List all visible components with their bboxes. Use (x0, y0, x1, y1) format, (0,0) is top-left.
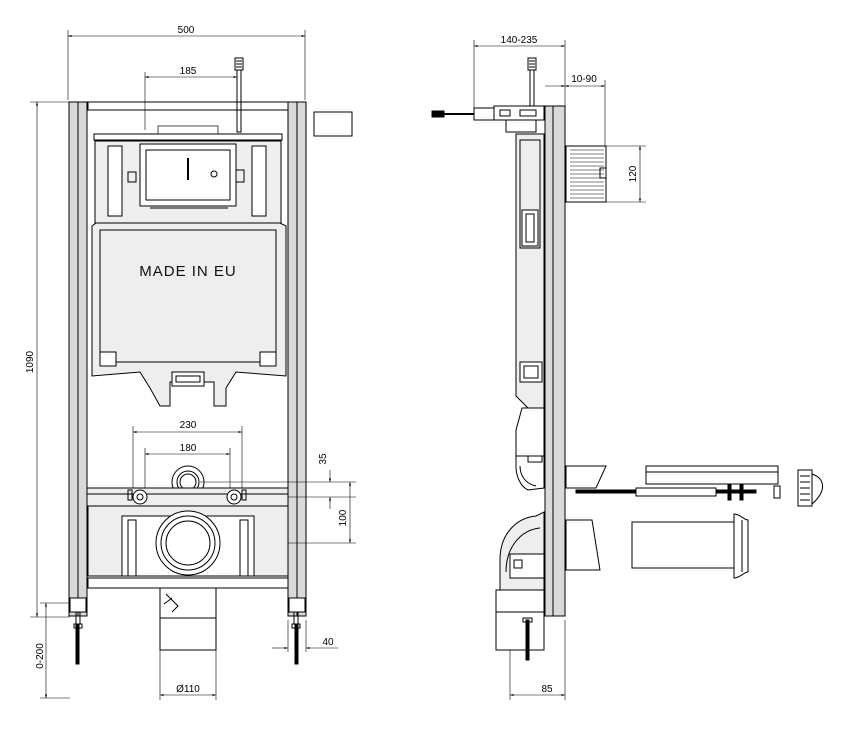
dim-inner-spacing-label: 180 (180, 443, 197, 454)
flush-pipe (234, 57, 244, 133)
dim-depth-range-label: 140-235 (501, 35, 538, 46)
dim-panel-height: 120 (606, 145, 646, 203)
rail-bracket (157, 125, 219, 135)
front-view: 500 185 1090 0-200 (25, 25, 356, 700)
dim-foot-range-label: 0-200 (35, 643, 46, 669)
left-foot (69, 597, 87, 665)
dim-foot-range: 0-200 (35, 602, 70, 699)
dim-foot-40-label: 40 (322, 637, 334, 648)
dim-outer-spacing-label: 230 (180, 420, 197, 431)
dim-wall-range-label: 10-90 (571, 74, 597, 85)
dim-offset-35-label: 35 (318, 453, 329, 465)
mounting-bar (86, 487, 289, 507)
side-outlet-elbow (495, 511, 545, 661)
made-in-eu-label: MADE IN EU (139, 263, 237, 280)
side-flush-plate (565, 145, 607, 203)
side-post (544, 105, 566, 617)
outlet-pipe (155, 510, 221, 651)
dim-width: 500 (67, 25, 306, 100)
dim-inner-spacing: 180 (144, 443, 231, 494)
dim-height-label: 1090 (25, 350, 36, 373)
cistern-body: MADE IN EU (91, 222, 287, 407)
side-inlet-elbow (515, 407, 545, 491)
threaded-rods (575, 483, 781, 501)
dim-wall-range: 10-90 (545, 74, 606, 146)
dim-flush-offset-label: 185 (180, 66, 197, 77)
side-flush-pipe (527, 57, 537, 107)
flush-plate-panel (313, 111, 353, 137)
dim-depth-range: 140-235 (473, 35, 566, 110)
wall-sleeve-upper (565, 465, 607, 571)
dim-base-85: 85 (509, 620, 566, 700)
right-foot (288, 597, 306, 665)
dim-flush-offset: 185 (144, 66, 237, 130)
dim-outer-spacing: 230 (132, 420, 243, 494)
side-cistern (515, 133, 545, 409)
side-view: 140-235 10-90 (431, 35, 823, 700)
top-rail (87, 101, 289, 111)
dim-panel-height-label: 120 (628, 165, 639, 182)
dim-pipe-dia: Ø110 (159, 650, 217, 700)
dim-offset-35: 35 (200, 453, 356, 509)
dim-pipe-dia-label: Ø110 (176, 684, 200, 695)
connector-pipe (631, 513, 749, 579)
wall-bracket-arm (431, 105, 545, 133)
end-cap (797, 469, 823, 507)
dim-base-85-label: 85 (541, 684, 553, 695)
cistern-top (93, 133, 283, 224)
dim-offset-100-label: 100 (338, 509, 349, 526)
wc-bowl-top (645, 465, 779, 485)
dim-foot-40: 40 (272, 620, 338, 652)
dim-height: 1090 (25, 101, 70, 618)
dim-width-label: 500 (178, 25, 195, 36)
